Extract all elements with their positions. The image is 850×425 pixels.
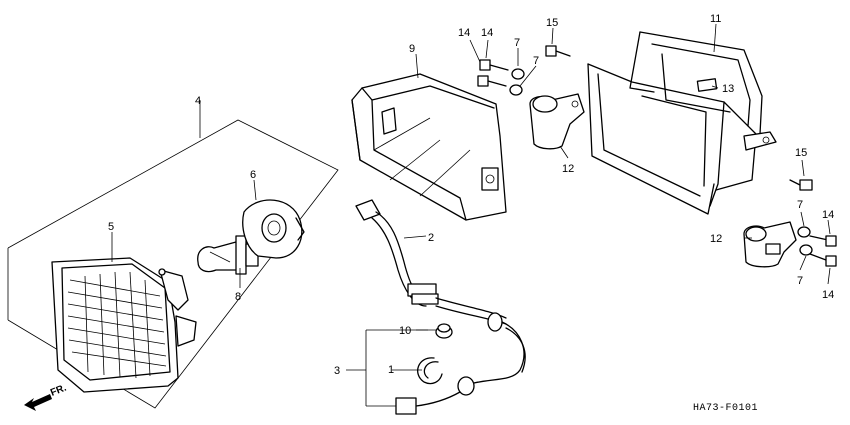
socket (242, 199, 305, 259)
leader-lines (111, 23, 831, 331)
diagram-code: HA73-F0101 (693, 403, 758, 414)
callout-7-right-a: 7 (797, 199, 803, 211)
callout-12-top: 12 (562, 163, 574, 175)
grommet (435, 323, 453, 339)
stay-top (529, 93, 585, 150)
callout-10: 10 (399, 325, 411, 337)
headlight-case (351, 73, 507, 221)
headlight-unit (51, 257, 197, 393)
callout-15-right: 15 (795, 147, 807, 159)
callout-14-top-b: 14 (481, 27, 493, 39)
right-fasteners (797, 226, 837, 267)
wire-harness (355, 199, 526, 415)
callout-15-top: 15 (546, 17, 558, 29)
harness-group-bracket (346, 329, 428, 407)
callout-7-right-b: 7 (797, 275, 803, 287)
callout-9: 9 (409, 43, 415, 55)
callout-8: 8 (235, 291, 241, 303)
callout-4: 4 (195, 95, 201, 107)
callout-14-top-a: 14 (458, 27, 470, 39)
front-arrow: FR. (24, 382, 68, 411)
clamp (417, 357, 443, 385)
callout-5: 5 (108, 221, 114, 233)
callout-14-right-b: 14 (822, 289, 834, 301)
stay-bottom (743, 221, 797, 268)
top-fasteners (477, 45, 571, 96)
callout-2: 2 (428, 232, 434, 244)
callout-12-bottom: 12 (710, 233, 722, 245)
callout-3: 3 (334, 365, 340, 377)
guard (587, 31, 777, 215)
right-bolt-top (789, 179, 813, 191)
callout-1: 1 (388, 364, 394, 376)
callout-6: 6 (250, 169, 256, 181)
callout-11: 11 (710, 13, 721, 25)
callout-13: 13 (722, 83, 734, 95)
front-arrow-label: FR. (49, 382, 68, 398)
callout-7-top-b: 7 (533, 55, 539, 67)
callout-7-top-a: 7 (514, 37, 520, 49)
callout-14-right-a: 14 (822, 209, 834, 221)
